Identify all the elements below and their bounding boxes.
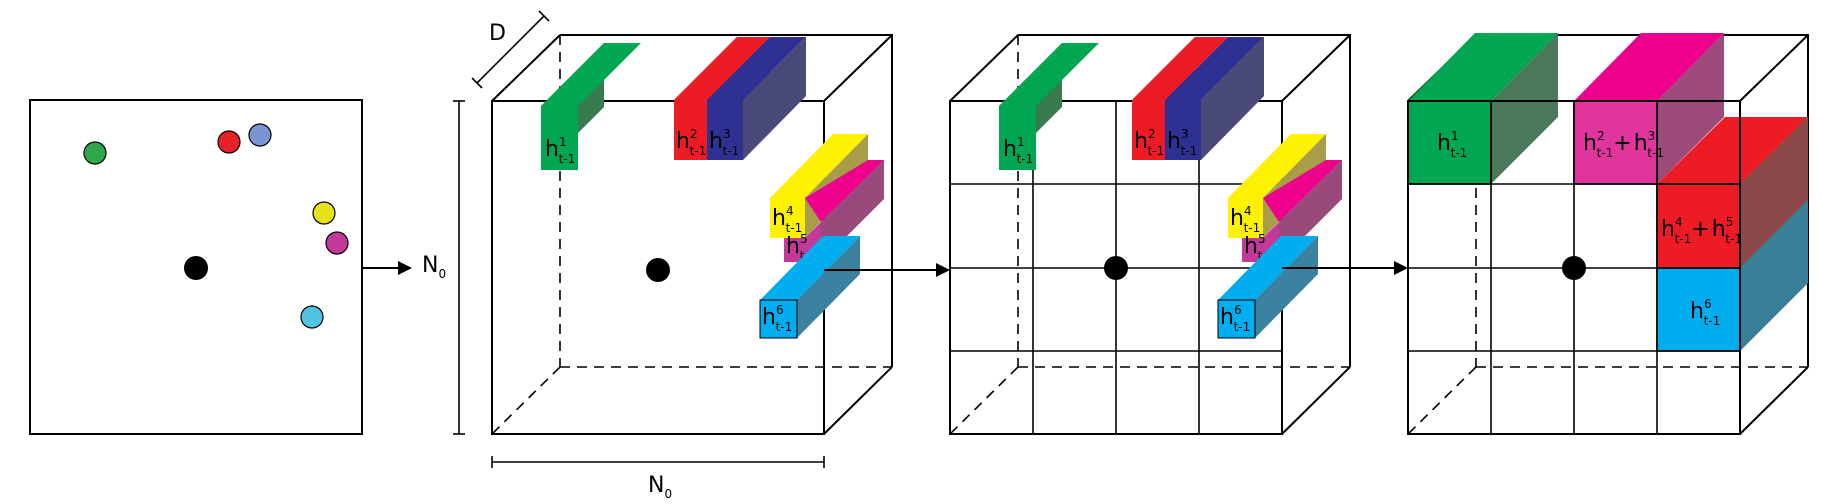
grid-center-point	[1104, 256, 1128, 280]
svg-text:h6t-1: h6t-1	[1220, 303, 1250, 334]
n0-vertical-label: N0	[422, 253, 446, 281]
svg-text:h6t-1: h6t-1	[1690, 297, 1720, 328]
svg-text:h4t-1: h4t-1	[1230, 204, 1260, 235]
n0-horizontal-label: N0	[648, 473, 672, 501]
point-green	[83, 141, 107, 165]
svg-text:h1t-1: h1t-1	[1437, 129, 1467, 160]
point-center	[184, 256, 208, 280]
svg-text:h2t-1+h3t-1: h2t-1+h3t-1	[1583, 129, 1664, 160]
pooled-center-point	[1562, 256, 1586, 280]
point-yellow	[312, 201, 336, 225]
point-blue	[248, 123, 272, 147]
svg-text:h3t-1: h3t-1	[1167, 127, 1197, 158]
scene-panel	[29, 99, 363, 435]
grid-cube: h1t-1 h2t-1 h3t-1 h4t-1 h5t-1 h6t-1	[949, 34, 1351, 435]
point-red	[217, 130, 241, 154]
h2-bar	[674, 37, 770, 160]
svg-text:h1t-1: h1t-1	[1003, 135, 1033, 166]
svg-text:h4t-1+h5t-1: h4t-1+h5t-1	[1661, 215, 1742, 246]
cube-center-point	[646, 258, 670, 282]
depth-label: D	[489, 21, 506, 46]
point-cyan	[300, 305, 324, 329]
svg-text:h2t-1: h2t-1	[1134, 127, 1164, 158]
point-magenta	[325, 231, 349, 255]
